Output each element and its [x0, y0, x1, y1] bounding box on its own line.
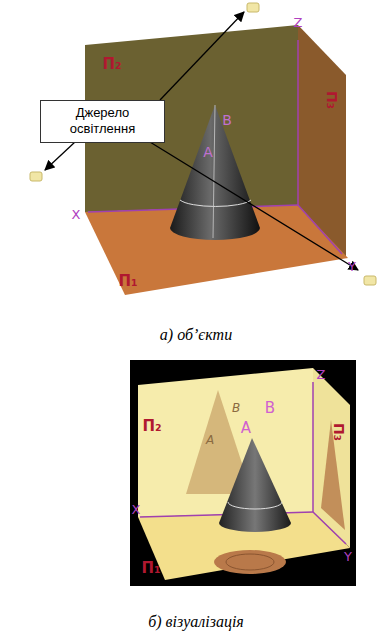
projection-ring — [226, 554, 274, 570]
plane-label: X — [132, 503, 141, 516]
plane-label: Y — [348, 260, 356, 273]
plane-label: B — [232, 402, 240, 414]
callout-text: Джерело освітлення — [49, 105, 156, 138]
callout-box: Джерело освітлення — [40, 100, 165, 143]
scene-visualization — [130, 360, 356, 586]
plane-label: Y — [344, 550, 352, 563]
plane-label: Z — [294, 16, 303, 29]
plane-label: П₂ — [142, 419, 161, 434]
axes — [88, 40, 342, 254]
projection-p1 — [214, 550, 286, 574]
plane-label: Z — [317, 368, 326, 381]
cone-section — [228, 502, 282, 509]
cone — [219, 438, 291, 532]
scene-objects — [30, 3, 376, 295]
plane-label: П₁ — [118, 274, 137, 289]
plane-label: П₁ — [141, 561, 160, 576]
axes — [140, 382, 346, 544]
render-background — [130, 360, 356, 586]
cone-section — [180, 200, 251, 206]
light-icons — [30, 3, 376, 285]
plane-label: A — [241, 421, 251, 436]
plane-p2 — [138, 368, 313, 517]
plane-label: П₂ — [102, 57, 121, 72]
plane-label: B — [222, 113, 232, 127]
cone — [170, 105, 260, 240]
plane-label: A — [203, 145, 213, 159]
caption: а) об’єкти — [160, 327, 232, 343]
plane-label: П₃ — [332, 423, 346, 441]
plane-label: П₃ — [325, 91, 339, 109]
caption: б) візуалізація — [148, 614, 244, 630]
plane-label: B — [265, 401, 275, 416]
plane-label: A — [206, 434, 214, 446]
cone-axis — [213, 105, 215, 238]
plane-label: X — [72, 208, 81, 221]
projection-p3 — [321, 420, 345, 530]
